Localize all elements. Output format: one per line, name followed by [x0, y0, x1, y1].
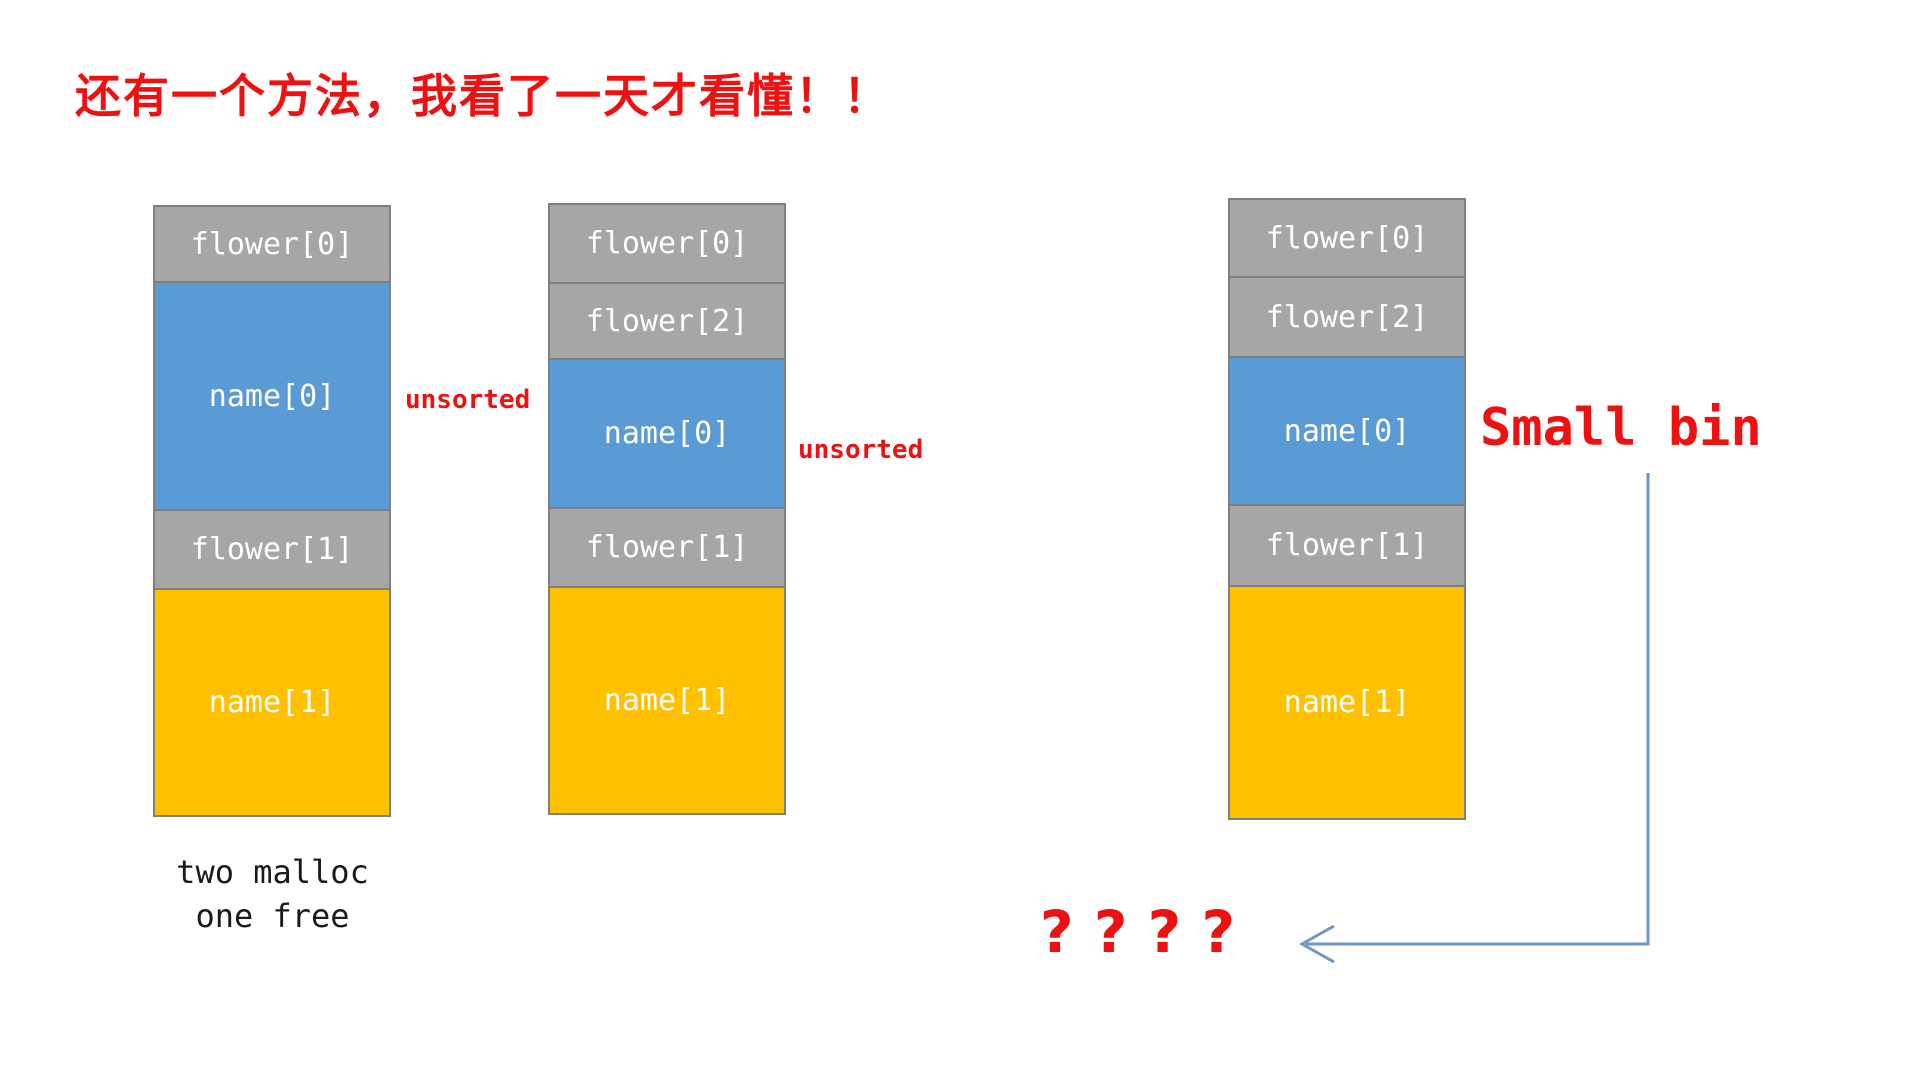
chunk-label: flower[0]: [190, 226, 354, 262]
chunk-label: name[1]: [603, 683, 731, 718]
chunk-name0: name[0]: [153, 281, 391, 511]
unsorted-label-left: unsorted: [405, 385, 531, 415]
caption-line-2: one free: [195, 897, 350, 935]
chunk-name0: name[0]: [1228, 356, 1466, 506]
chunk-label: flower[1]: [1265, 528, 1429, 563]
chunk-label: name[0]: [1283, 413, 1411, 449]
chunk-label: name[1]: [208, 685, 336, 720]
chunk-label: flower[1]: [585, 530, 749, 565]
chunk-flower2: flower[2]: [1228, 276, 1466, 358]
chunk-name0: name[0]: [548, 358, 786, 509]
heap-stack-middle: flower[0] flower[2] name[0] flower[1] na…: [548, 203, 786, 815]
chunk-name1: name[1]: [153, 588, 391, 817]
chunk-label: name[1]: [1283, 685, 1411, 720]
page-title: 还有一个方法，我看了一天才看懂！！: [75, 70, 891, 122]
chunk-flower0: flower[0]: [548, 203, 786, 284]
chunk-label: name[0]: [603, 416, 731, 451]
heap-stack-left: flower[0] name[0] flower[1] name[1]: [153, 205, 391, 817]
chunk-label: name[0]: [208, 378, 336, 414]
question-marks-label: ? ? ? ?: [1040, 898, 1236, 966]
caption-line-1: two malloc: [176, 853, 369, 891]
chunk-flower2: flower[2]: [548, 282, 786, 360]
chunk-name1: name[1]: [548, 586, 786, 815]
chunk-label: flower[2]: [1265, 299, 1429, 335]
chunk-label: flower[0]: [585, 226, 749, 261]
small-bin-label: Small bin: [1480, 398, 1762, 458]
chunk-label: flower[2]: [585, 303, 749, 339]
chunk-flower0: flower[0]: [153, 205, 391, 283]
chunk-flower1: flower[1]: [153, 509, 391, 590]
chunk-label: flower[1]: [190, 532, 354, 567]
chunk-label: flower[0]: [1265, 220, 1429, 256]
chunk-name1: name[1]: [1228, 585, 1466, 820]
unsorted-label-middle: unsorted: [798, 435, 924, 465]
stack-caption: two malloc one free: [120, 850, 425, 938]
chunk-flower0: flower[0]: [1228, 198, 1466, 278]
heap-stack-right: flower[0] flower[2] name[0] flower[1] na…: [1228, 198, 1466, 820]
chunk-flower1: flower[1]: [1228, 504, 1466, 587]
chunk-flower1: flower[1]: [548, 507, 786, 588]
